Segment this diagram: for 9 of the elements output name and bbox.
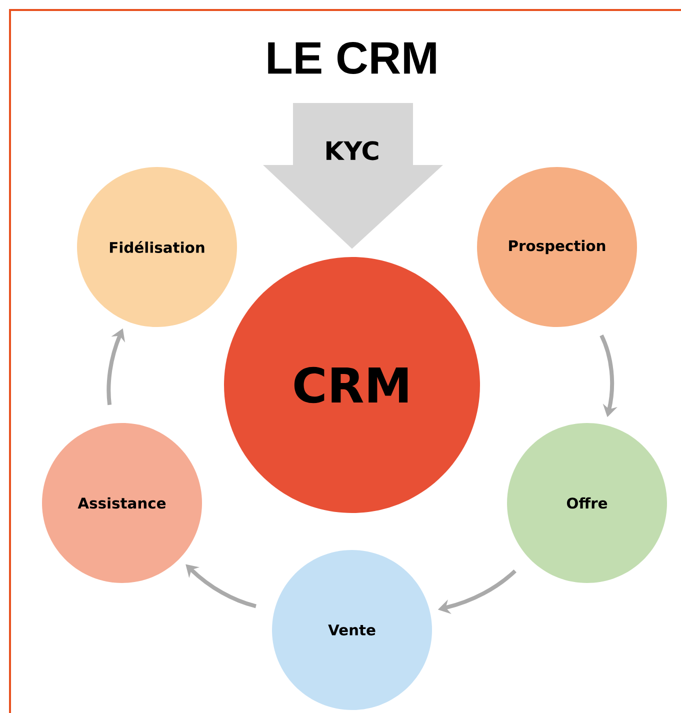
circle-node: CRM [224, 257, 480, 513]
circle-node: Prospection [477, 167, 637, 327]
circle-node: Assistance [42, 423, 202, 583]
edge-label: KYC [322, 140, 382, 162]
block-arrow [263, 103, 443, 249]
circle-node: Vente [272, 550, 432, 710]
title: LE CRM [268, 42, 436, 74]
circle-node: Offre [507, 423, 667, 583]
circle-node: Fidélisation [77, 167, 237, 327]
